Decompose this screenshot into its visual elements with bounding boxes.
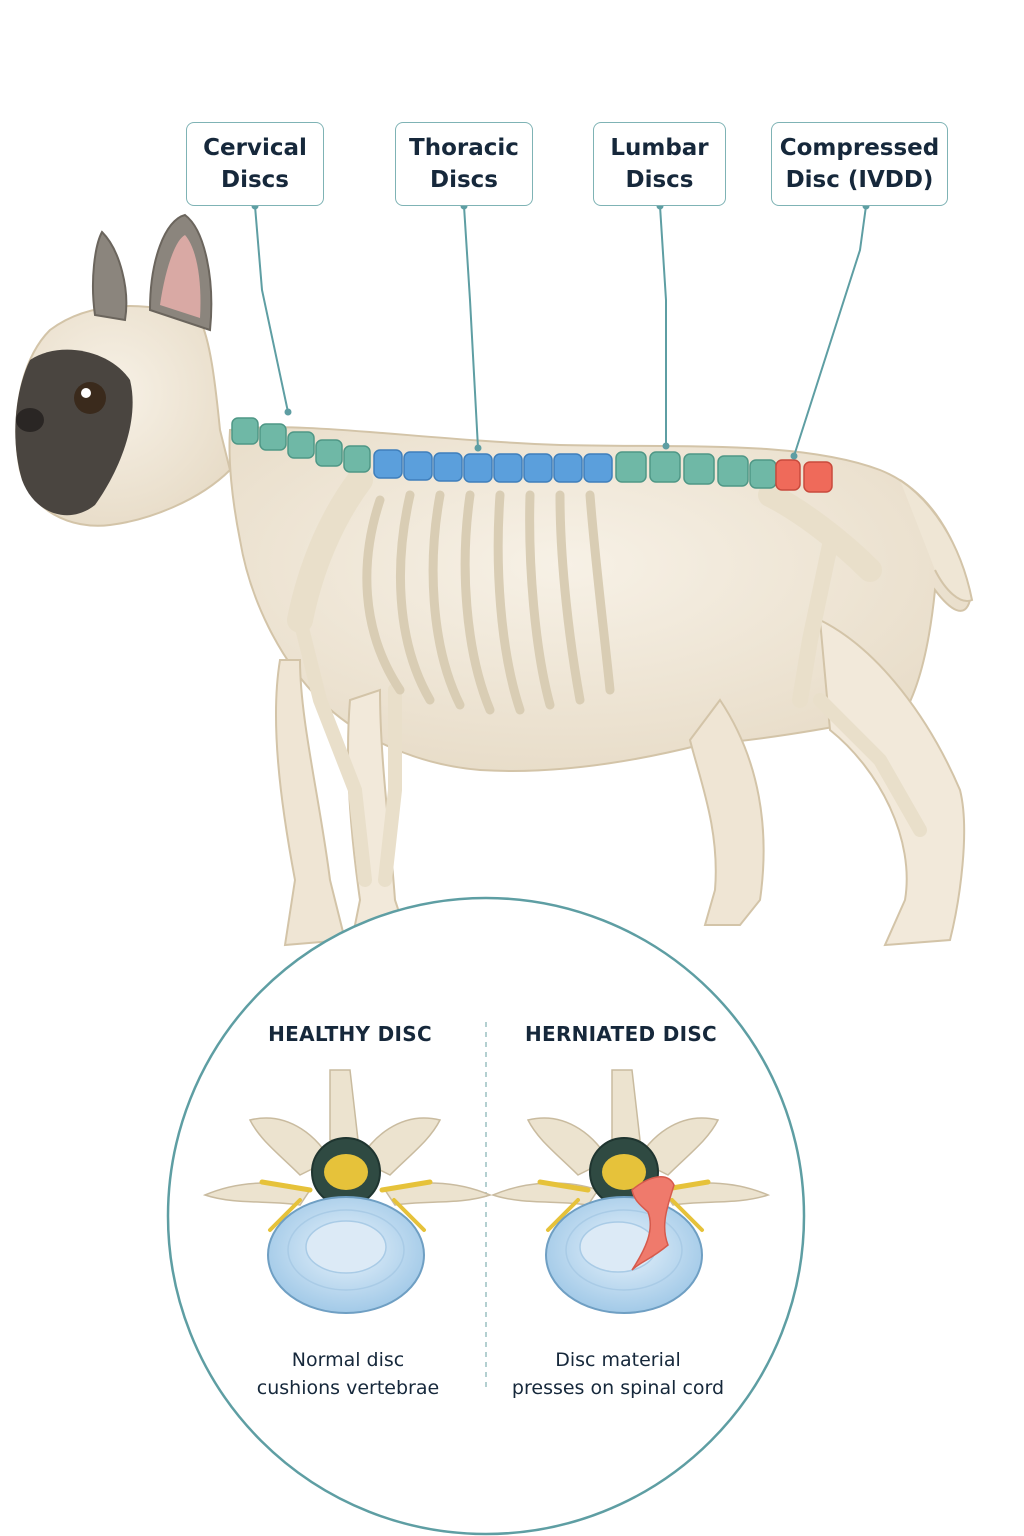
herniated-disc-caption: Disc material presses on spinal cord [468, 1346, 768, 1402]
spine [231, 417, 833, 493]
disc-comparison-inset [166, 896, 806, 1536]
lumbar-label-line2: Discs [625, 167, 694, 193]
herniated-caption-line2: presses on spinal cord [511, 1377, 725, 1399]
cervical-label-line2: Discs [221, 167, 289, 193]
healthy-caption-line1: Normal disc [291, 1349, 405, 1371]
herniated-caption-line1: Disc material [555, 1349, 681, 1371]
healthy-disc-title: HEALTHY DISC [268, 1022, 432, 1046]
skeleton [287, 467, 927, 887]
healthy-caption-line2: cushions vertebrae [256, 1377, 440, 1399]
herniated-disc-title: HERNIATED DISC [524, 1022, 718, 1046]
lumbar-label-line1: Lumbar [610, 135, 709, 161]
thoracic-label-line2: Discs [429, 167, 498, 193]
cervical-label-line1: Cervical [203, 135, 307, 161]
cervical-vertebrae [231, 417, 371, 473]
thoracic-vertebrae [373, 449, 613, 483]
herniated-disc-illustration [490, 1069, 771, 1314]
healthy-disc-caption: Normal disc cushions vertebrae [198, 1346, 498, 1402]
leader-lines [251, 202, 870, 460]
compressed-label-line1: Compressed [779, 135, 940, 161]
thoracic-label-line1: Thoracic [409, 135, 519, 161]
lumbar-vertebrae [615, 451, 777, 489]
compressed-disc-vertebrae [775, 459, 833, 493]
healthy-disc-illustration [202, 1069, 493, 1314]
compressed-label-line2: Disc (IVDD) [785, 167, 934, 193]
